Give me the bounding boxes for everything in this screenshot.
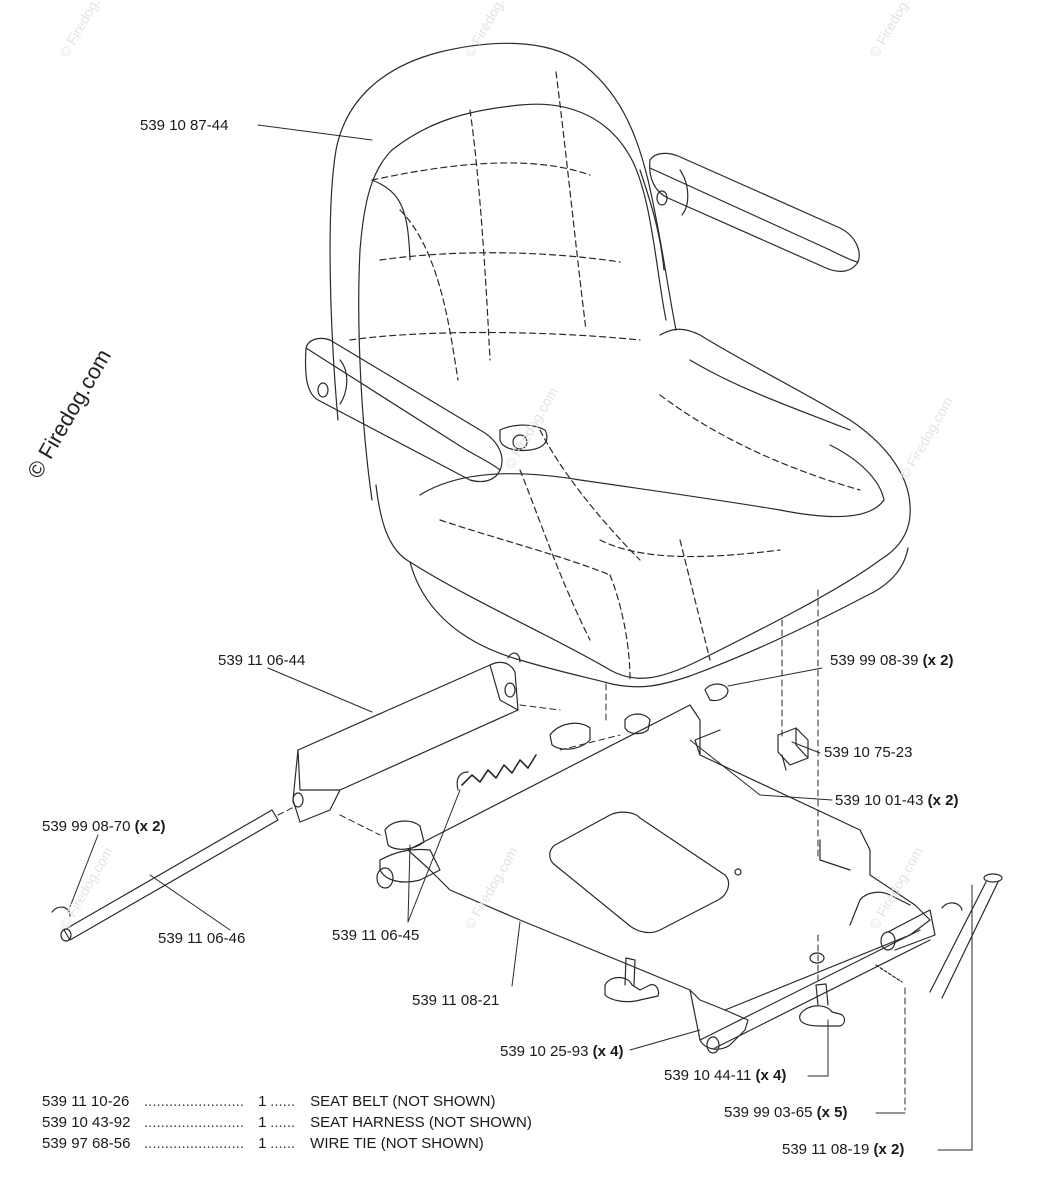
callout-knob-2: 539 10 44-11 (x 4) xyxy=(664,1067,787,1084)
spring-illustration xyxy=(384,683,729,850)
callout-switch: 539 10 75-23 xyxy=(824,744,913,761)
note-description: SEAT BELT (NOT SHOWN) xyxy=(310,1093,496,1110)
note-description: SEAT HARNESS (NOT SHOWN) xyxy=(310,1114,532,1131)
rod-illustration xyxy=(51,809,1003,999)
callout-shaft: 539 11 08-19 (x 2) xyxy=(782,1141,905,1158)
callout-pin: 539 99 03-65 (x 5) xyxy=(724,1104,848,1121)
note-quantity: 1 xyxy=(258,1114,267,1131)
note-description: WIRE TIE (NOT SHOWN) xyxy=(310,1135,484,1152)
note-leader-dots: ........................ xyxy=(144,1135,245,1152)
seat-plate-illustration xyxy=(376,704,936,1054)
note-leader-dots: ...... xyxy=(270,1114,296,1131)
parts-note-row: 539 11 10-26........................ 1..… xyxy=(42,1093,495,1111)
callout-nut: 539 99 08-39 (x 2) xyxy=(830,652,954,669)
note-part-number: 539 97 68-56 xyxy=(42,1135,131,1152)
callout-rod: 539 11 06-46 xyxy=(158,930,246,947)
seat-illustration xyxy=(304,42,911,688)
parts-note-row: 539 97 68-56........................ 1..… xyxy=(42,1135,484,1153)
note-part-number: 539 10 43-92 xyxy=(42,1114,131,1131)
callout-plate: 539 11 08-21 xyxy=(412,992,500,1009)
callout-seat: 539 10 87-44 xyxy=(140,117,229,134)
callout-clip: 539 99 08-70 (x 2) xyxy=(42,818,166,835)
callout-bracket: 539 11 06-44 xyxy=(218,652,306,669)
note-part-number: 539 11 10-26 xyxy=(42,1093,130,1110)
note-quantity: 1 xyxy=(258,1135,267,1152)
callout-spring: 539 11 06-45 xyxy=(332,927,420,944)
note-leader-dots: ........................ xyxy=(144,1114,245,1131)
note-leader-dots: ...... xyxy=(270,1093,296,1110)
callout-knob: 539 10 25-93 (x 4) xyxy=(500,1043,624,1060)
note-leader-dots: ........................ xyxy=(144,1093,245,1110)
note-quantity: 1 xyxy=(258,1093,267,1110)
callout-leaders xyxy=(67,124,973,1151)
assembly-guide-lines xyxy=(277,589,906,1111)
slide-bracket-illustration xyxy=(292,652,521,823)
seat-switch-illustration xyxy=(777,727,809,771)
note-leader-dots: ...... xyxy=(270,1135,296,1152)
callout-bushing: 539 10 01-43 (x 2) xyxy=(835,792,959,809)
parts-note-row: 539 10 43-92........................ 1..… xyxy=(42,1114,532,1132)
